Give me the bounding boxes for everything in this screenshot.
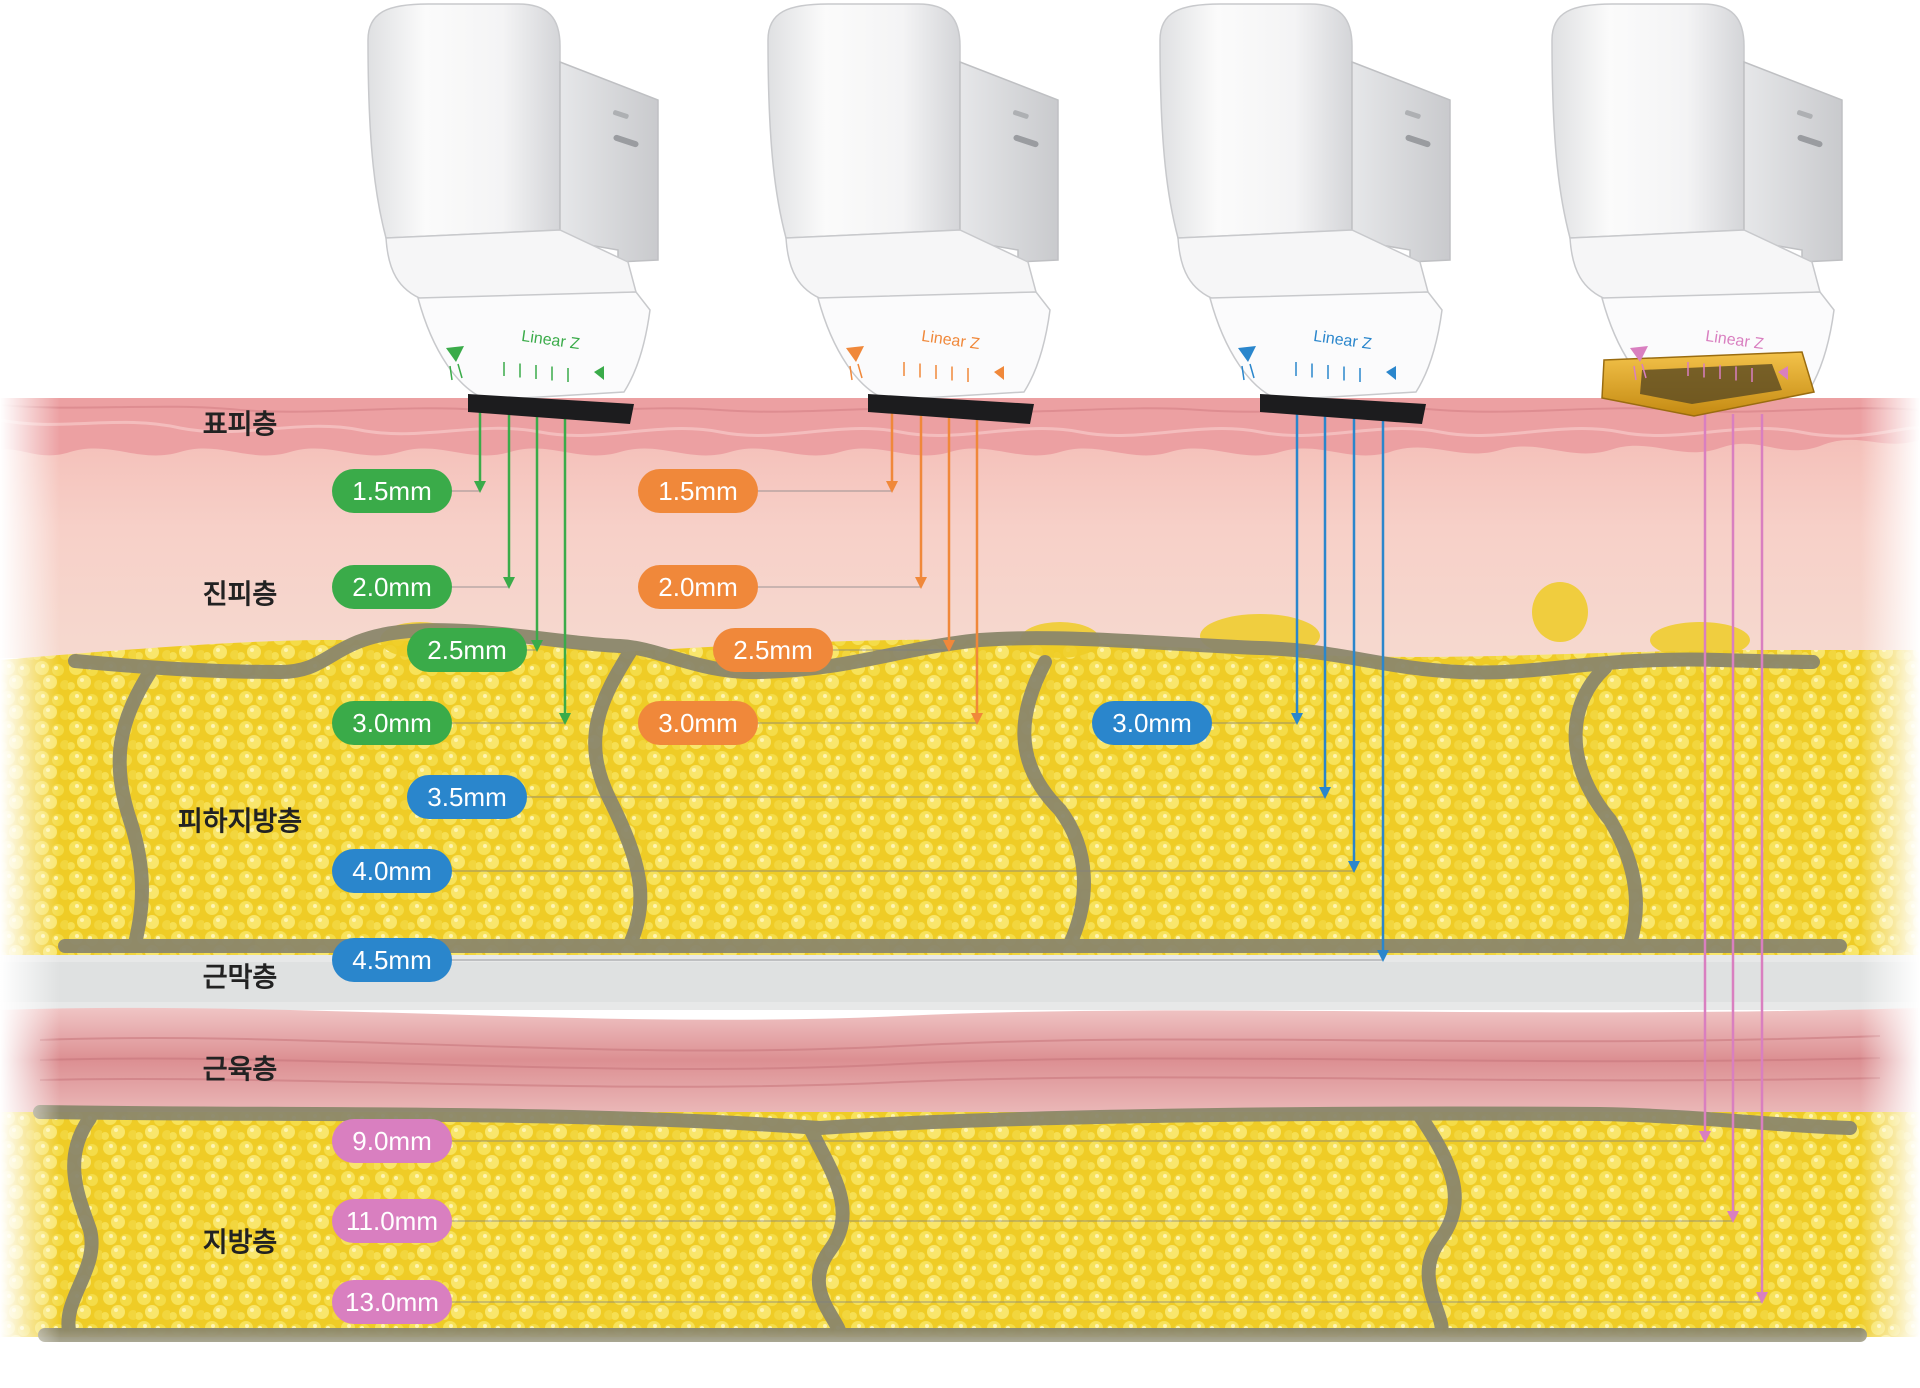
depth-pill-orange: 2.5mm: [713, 628, 833, 672]
depth-value: 2.0mm: [658, 572, 737, 602]
depth-pill-pink: 9.0mm: [332, 1119, 452, 1163]
depth-value: 3.0mm: [352, 708, 431, 738]
depth-value: 9.0mm: [352, 1126, 431, 1156]
depth-pill-green: 2.0mm: [332, 565, 452, 609]
depth-pill-green: 2.5mm: [407, 628, 527, 672]
depth-value: 1.5mm: [658, 476, 737, 506]
depth-pill-orange: 1.5mm: [638, 469, 758, 513]
cartridge-green: Linear Z: [368, 4, 658, 424]
cartridge-pink: Linear Z: [1552, 4, 1842, 416]
layer-label-fascia: 근막층: [203, 963, 278, 994]
depth-value: 2.5mm: [733, 635, 812, 665]
depth-pill-green: 3.0mm: [332, 701, 452, 745]
deep-fat-layer: [0, 1112, 1920, 1337]
depth-value: 13.0mm: [345, 1287, 439, 1317]
depth-value: 1.5mm: [352, 476, 431, 506]
depth-pill-pink: 13.0mm: [332, 1280, 452, 1324]
depth-value: 3.0mm: [658, 708, 737, 738]
depth-value: 3.0mm: [1112, 708, 1191, 738]
layer-label-muscle: 근육층: [203, 1055, 278, 1086]
depth-value: 2.0mm: [352, 572, 431, 602]
depth-value: 2.5mm: [427, 635, 506, 665]
depth-value: 3.5mm: [427, 782, 506, 812]
depth-pill-blue: 3.5mm: [407, 775, 527, 819]
depth-pill-blue: 4.5mm: [332, 938, 452, 982]
cartridge-group: Linear Z Linear Z Linear Z Linear Z: [368, 4, 1842, 424]
layer-label-fat: 지방층: [203, 1228, 278, 1259]
cartridge-orange: Linear Z: [768, 4, 1058, 424]
depth-pill-blue: 3.0mm: [1092, 701, 1212, 745]
depth-value: 4.5mm: [352, 945, 431, 975]
depth-pill-blue: 4.0mm: [332, 849, 452, 893]
layer-label-epidermis: 표피층: [203, 410, 278, 441]
depth-pill-orange: 2.0mm: [638, 565, 758, 609]
depth-pill-pink: 11.0mm: [332, 1199, 452, 1243]
tissue-illustration: [0, 390, 1920, 1383]
layer-label-subcutaneous: 피하지방층: [178, 807, 302, 838]
depth-value: 4.0mm: [352, 856, 431, 886]
depth-pill-orange: 3.0mm: [638, 701, 758, 745]
depth-value: 11.0mm: [346, 1206, 438, 1236]
cartridge-blue: Linear Z: [1160, 4, 1450, 424]
depth-pill-green: 1.5mm: [332, 469, 452, 513]
layer-label-dermis: 진피층: [203, 580, 278, 611]
